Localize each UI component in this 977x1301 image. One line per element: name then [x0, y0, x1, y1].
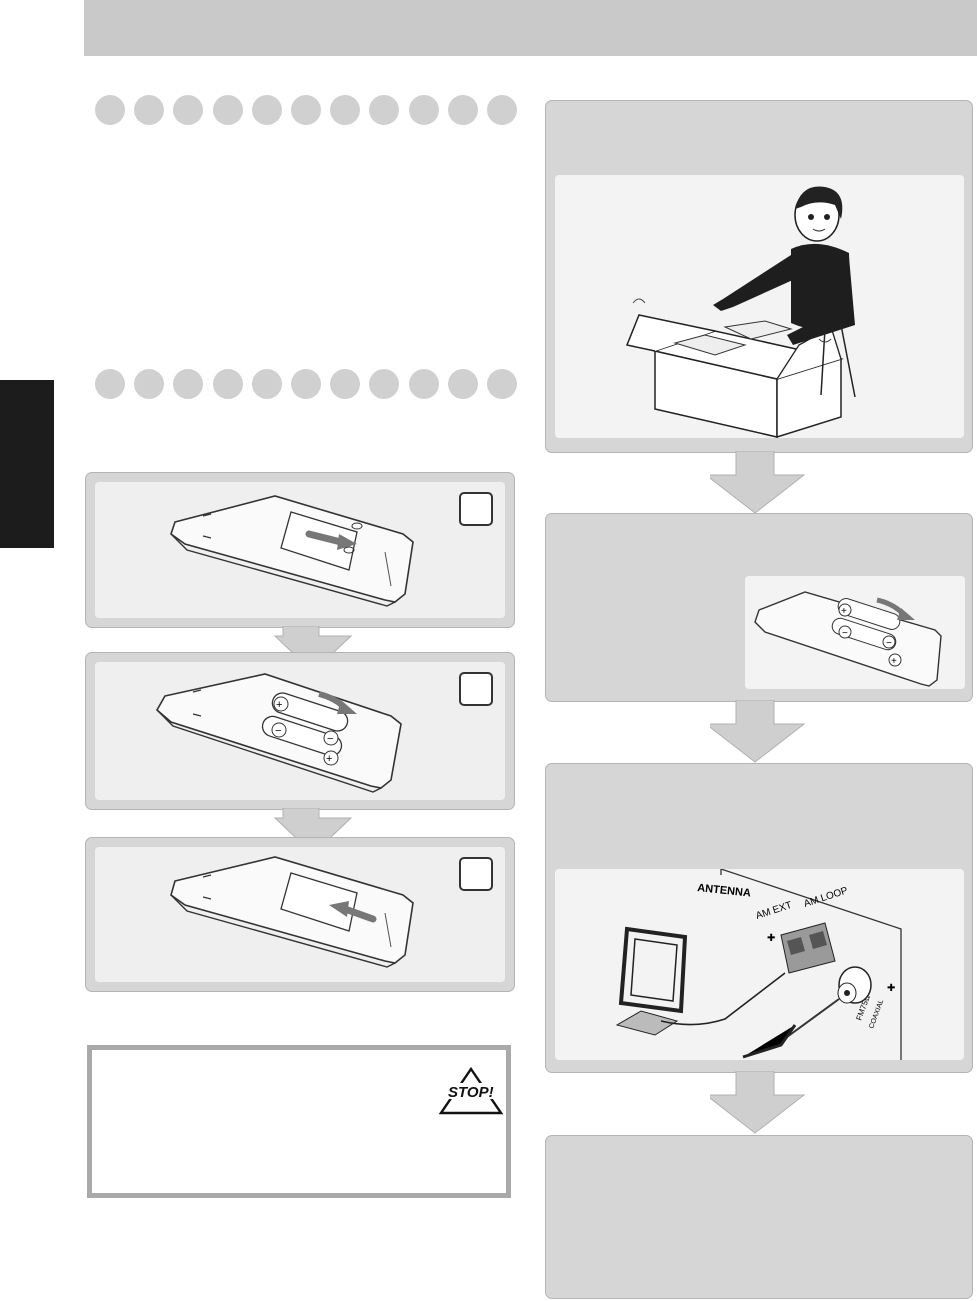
section-tab — [0, 380, 54, 548]
svg-text:−: − — [842, 628, 848, 639]
antenna-step-panel: ANTENNA AM EXT AM LOOP FM75Ω COAXIAL ✚ ✚ — [545, 763, 973, 1073]
battery-insert-illustration: + − − + — [95, 662, 507, 802]
section-heading-dots-2 — [95, 369, 517, 399]
stop-warning-icon: STOP! — [439, 1067, 503, 1115]
header-bar — [84, 0, 977, 56]
remote-cover-close-illustration — [95, 847, 507, 984]
antenna-connection-illustration: ANTENNA AM EXT AM LOOP FM75Ω COAXIAL ✚ ✚ — [555, 869, 964, 1060]
battery-step-1-panel — [85, 472, 515, 628]
antenna-illustration-area: ANTENNA AM EXT AM LOOP FM75Ω COAXIAL ✚ ✚ — [555, 869, 964, 1060]
svg-text:+: + — [276, 699, 282, 711]
battery-step-3-panel — [85, 837, 515, 992]
unpack-illustration-area — [555, 175, 964, 438]
section-heading-dots-1 — [95, 95, 517, 125]
flow-arrow-down-5 — [710, 1071, 806, 1135]
stop-label: STOP! — [448, 1084, 494, 1101]
am-loop-label: AM LOOP — [803, 885, 850, 910]
battery-step-2-panel: + − − + — [85, 652, 515, 810]
antenna-title: ANTENNA — [697, 882, 752, 900]
battery-insert-thumbnail: + − − + — [745, 576, 965, 689]
remote-cover-open-illustration — [95, 482, 507, 620]
caution-box: STOP! — [87, 1045, 511, 1198]
svg-text:✚: ✚ — [767, 933, 775, 944]
unpack-step-panel — [545, 100, 973, 453]
svg-text:−: − — [327, 733, 333, 745]
svg-text:✚: ✚ — [887, 983, 895, 994]
svg-text:−: − — [275, 725, 281, 737]
battery-thumbnail-area: + − − + — [745, 576, 965, 689]
svg-text:+: + — [841, 606, 847, 617]
coaxial-label: COAXIAL — [868, 999, 885, 1030]
svg-text:+: + — [326, 753, 332, 765]
svg-text:−: − — [886, 638, 892, 649]
battery-flow-panel: + − − + — [545, 513, 973, 702]
svg-text:+: + — [891, 656, 897, 667]
flow-arrow-down-3 — [710, 451, 806, 515]
final-step-panel — [545, 1135, 973, 1299]
flow-arrow-down-4 — [710, 700, 806, 764]
am-ext-label: AM EXT — [755, 900, 794, 922]
person-unpacking-box-illustration — [555, 175, 964, 438]
